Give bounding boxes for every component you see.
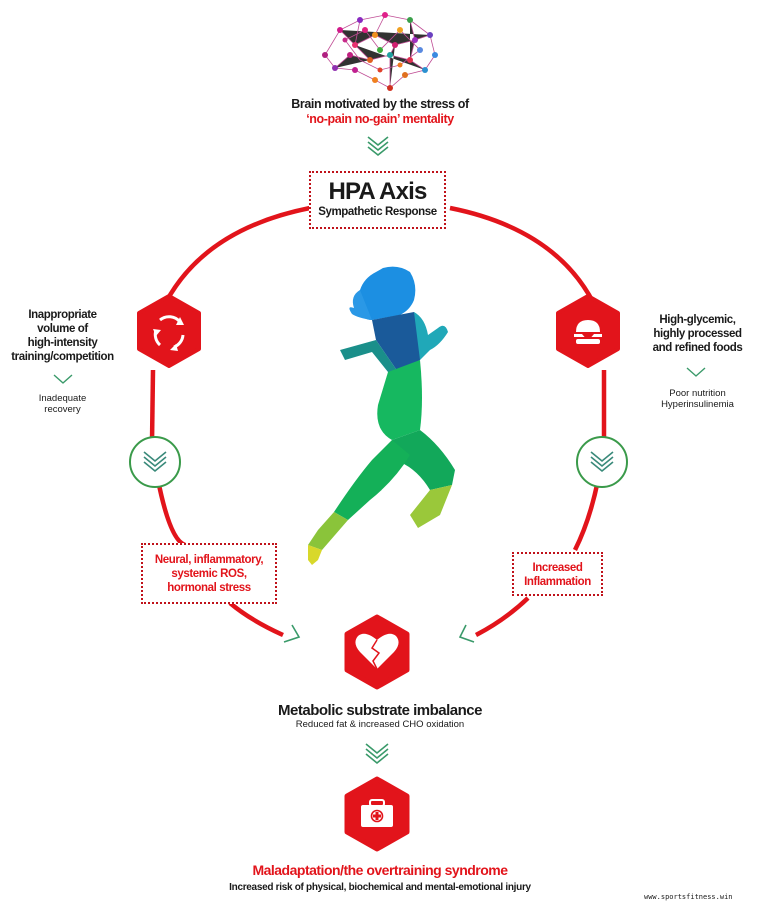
cycle-arrows-icon	[137, 294, 201, 368]
metabolic-caption: Metabolic substrate imbalance Reduced fa…	[180, 702, 580, 731]
right-heading-line: High-glycemic,	[659, 314, 736, 326]
left-heading-line: volume of	[37, 323, 88, 335]
left-sub-line: Inadequate	[38, 393, 87, 404]
right-heading-line: and refined foods	[652, 342, 743, 354]
right-sub-line: Hyperinsulinemia	[661, 399, 734, 410]
right-stress-box: Increased Inflammation	[512, 552, 603, 596]
brain-caption-line2: ‘no-pain no-gain’ mentality	[306, 112, 454, 126]
left-stress-box: Neural, inflammatory, systemic ROS, horm…	[141, 543, 277, 604]
hpa-axis-box: HPA Axis Sympathetic Response	[309, 171, 446, 229]
first-aid-kit-icon	[344, 776, 410, 852]
left-stress-line: Neural, inflammatory,	[154, 554, 264, 566]
brain-caption-line1: Brain motivated by the stress of	[291, 97, 469, 111]
right-stress-line: Increased	[532, 562, 583, 574]
left-heading-line: training/competition	[11, 351, 114, 363]
burger-icon	[556, 294, 620, 368]
brain-caption: Brain motivated by the stress of ‘no-pai…	[230, 97, 530, 127]
right-sub-line: Poor nutrition	[669, 388, 726, 399]
outcome-title: Maladaptation/the overtraining syndrome	[252, 862, 508, 878]
brain-network-icon	[322, 12, 438, 91]
outcome-caption: Maladaptation/the overtraining syndrome …	[130, 862, 630, 895]
left-sub-line: recovery	[44, 404, 81, 415]
chevron-circle-icon	[576, 436, 628, 488]
watermark: www.sportsfitness.win	[644, 893, 733, 901]
metabolic-subtitle: Reduced fat & increased CHO oxidation	[295, 719, 465, 730]
right-heading: High-glycemic, highly processed and refi…	[640, 313, 755, 355]
hpa-title: HPA Axis	[328, 178, 427, 205]
left-subtext: Inadequate recovery	[5, 393, 120, 415]
runner-silhouette	[308, 266, 455, 565]
left-heading: Inappropriate volume of high-intensity t…	[5, 308, 120, 364]
outcome-subtitle: Increased risk of physical, biochemical …	[229, 882, 531, 893]
left-heading-line: high-intensity	[27, 337, 98, 349]
hpa-subtitle: Sympathetic Response	[318, 206, 437, 218]
arrow-head-icon	[283, 624, 475, 643]
metabolic-title: Metabolic substrate imbalance	[278, 702, 482, 719]
right-subtext: Poor nutrition Hyperinsulinemia	[640, 388, 755, 410]
right-heading-line: highly processed	[653, 328, 742, 340]
left-stress-line: hormonal stress	[167, 582, 251, 594]
right-stress-line: Inflammation	[524, 576, 591, 588]
chevron-down-icon	[53, 367, 706, 384]
chevron-down-icon	[365, 743, 389, 765]
chevron-down-icon	[367, 136, 389, 157]
left-heading-line: Inappropriate	[28, 309, 97, 321]
broken-heart-icon	[344, 614, 410, 690]
left-stress-line: systemic ROS,	[171, 568, 247, 580]
chevron-circle-icon	[129, 436, 181, 488]
